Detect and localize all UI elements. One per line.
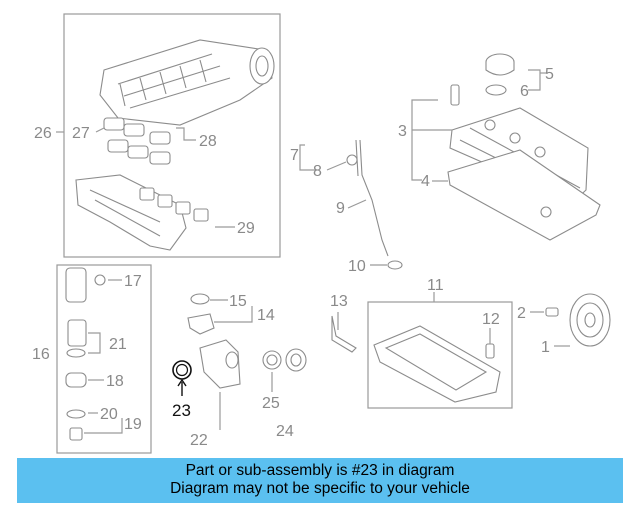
valve-cover-drawing — [447, 107, 601, 241]
dipstick-drawing — [346, 139, 403, 270]
callout-4: 4 — [421, 173, 430, 190]
intake-manifold-group-box — [63, 13, 281, 258]
banner-line-2: Diagram may not be specific to your vehi… — [170, 480, 470, 497]
callout-27: 27 — [72, 125, 90, 142]
callout-6: 6 — [520, 83, 529, 100]
oil-filter-group-box — [56, 264, 152, 454]
callout-17: 17 — [124, 273, 142, 290]
callout-25: 25 — [262, 395, 280, 412]
callout-2: 2 — [517, 305, 526, 322]
callout-5: 5 — [545, 66, 554, 83]
callout-24: 24 — [276, 423, 294, 440]
callout-8: 8 — [313, 163, 322, 180]
callout-1: 1 — [541, 339, 550, 356]
parts-diagram: 26 27 28 29 7 8 9 10 5 6 3 4 — [32, 13, 611, 454]
intake-gaskets-drawing — [103, 117, 171, 165]
callout-7: 7 — [290, 147, 299, 164]
crank-pulley-drawing — [545, 293, 611, 347]
thermostat-drawing — [262, 348, 307, 372]
callout-23: 23 — [172, 401, 191, 420]
lower-intake-drawing — [75, 174, 209, 251]
water-outlet-drawing — [187, 293, 241, 389]
callout-29: 29 — [237, 220, 255, 237]
info-banner: Part or sub-assembly is #23 in diagram D… — [17, 458, 623, 503]
dipstick-guide-drawing — [331, 315, 357, 353]
intake-manifold-drawing — [99, 39, 275, 126]
callout-14: 14 — [257, 307, 275, 324]
callout-12: 12 — [482, 311, 500, 328]
callout-9: 9 — [336, 200, 345, 217]
callout-18: 18 — [106, 373, 124, 390]
callout-20: 20 — [100, 406, 118, 423]
oil-pan-group-box — [367, 301, 513, 409]
oil-pan-drawing — [373, 325, 501, 403]
oil-filter-drawing — [65, 267, 106, 441]
callout-3: 3 — [398, 123, 407, 140]
part-23-gasket — [172, 360, 192, 396]
banner-line-1: Part or sub-assembly is #23 in diagram — [185, 462, 455, 479]
callout-10: 10 — [348, 258, 366, 275]
callout-11: 11 — [427, 277, 444, 294]
callout-28: 28 — [199, 133, 217, 150]
callout-13: 13 — [330, 293, 348, 310]
callout-16: 16 — [32, 346, 50, 363]
callout-22: 22 — [190, 432, 208, 449]
callout-21: 21 — [109, 336, 127, 353]
callout-26: 26 — [34, 125, 52, 142]
callout-19: 19 — [124, 416, 142, 433]
callout-15: 15 — [229, 293, 247, 310]
oil-cap-drawing — [450, 53, 515, 106]
